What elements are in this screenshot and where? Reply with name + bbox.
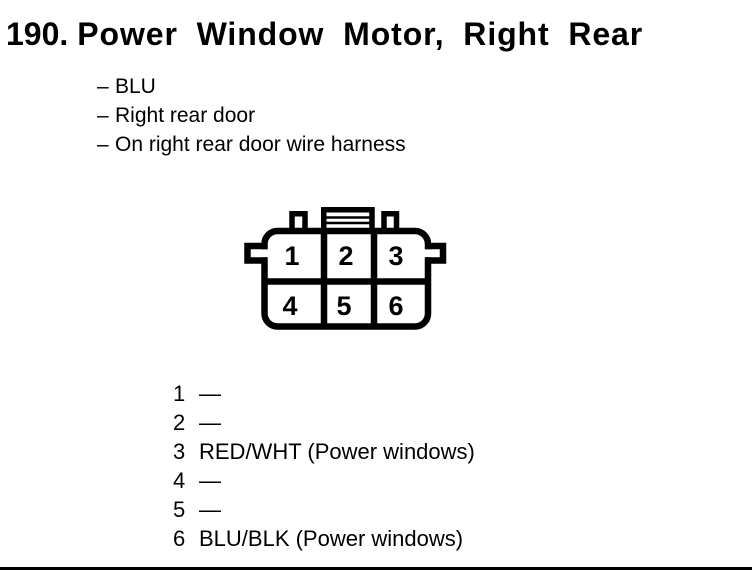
pin-cavity-label-2: 2: [338, 241, 353, 271]
bullet-dash: –: [97, 75, 109, 98]
pinout-row: 3 RED/WHT (Power windows): [173, 437, 475, 466]
pin-cavity-label-5: 5: [336, 291, 351, 321]
detail-text: Right rear door: [115, 104, 256, 127]
section-number: 190.: [6, 16, 69, 52]
pin-wire: BLU/BLK (Power windows): [199, 526, 464, 551]
detail-item: – On right rear door wire harness: [97, 130, 406, 159]
connector-latch-tab: [321, 207, 375, 228]
connector-ear-right: [425, 242, 447, 264]
section-heading: 190. Power Window Motor, Right Rear: [6, 16, 643, 53]
pin-number: 3: [173, 439, 186, 464]
page-bottom-rule: [0, 567, 752, 570]
pin-number: 4: [173, 468, 186, 493]
section-title: Power Window Motor, Right Rear: [77, 16, 644, 52]
pin-wire: —: [199, 381, 221, 406]
pin-wire: —: [199, 497, 221, 522]
pin-wire: RED/WHT (Power windows): [199, 439, 475, 464]
ear-left-opening: [260, 249, 268, 258]
ear-right-opening: [424, 249, 432, 258]
details-list: – BLU – Right rear door – On right rear …: [97, 72, 406, 159]
pin-cavity-label-3: 3: [388, 241, 403, 271]
pin-number: 1: [173, 381, 186, 406]
connector-tab-left: [289, 211, 308, 228]
pin-number: 2: [173, 410, 186, 435]
connector-tab-right: [381, 211, 400, 228]
detail-item: – Right rear door: [97, 101, 406, 130]
pin-wire: —: [199, 410, 221, 435]
pin-cavity-label-4: 4: [282, 291, 297, 321]
bullet-dash: –: [97, 133, 109, 156]
pin-wire: —: [199, 468, 221, 493]
detail-text: BLU: [115, 75, 156, 98]
pinout-list: 1 — 2 — 3 RED/WHT (Power windows) 4 — 5 …: [173, 379, 475, 553]
pinout-row: 4 —: [173, 466, 475, 495]
pinout-row: 1 —: [173, 379, 475, 408]
connector-ear-left: [244, 242, 267, 264]
pinout-row: 6 BLU/BLK (Power windows): [173, 524, 475, 553]
pin-cavity-label-6: 6: [388, 291, 403, 321]
pinout-row: 5 —: [173, 495, 475, 524]
detail-item: – BLU: [97, 72, 406, 101]
bullet-dash: –: [97, 104, 109, 127]
pin-cavity-label-1: 1: [284, 241, 299, 271]
pinout-row: 2 —: [173, 408, 475, 437]
connector-diagram: 1 2 3 4 5 6: [244, 207, 447, 330]
detail-text: On right rear door wire harness: [115, 133, 406, 156]
pin-number: 6: [173, 526, 186, 551]
pin-number: 5: [173, 497, 186, 522]
